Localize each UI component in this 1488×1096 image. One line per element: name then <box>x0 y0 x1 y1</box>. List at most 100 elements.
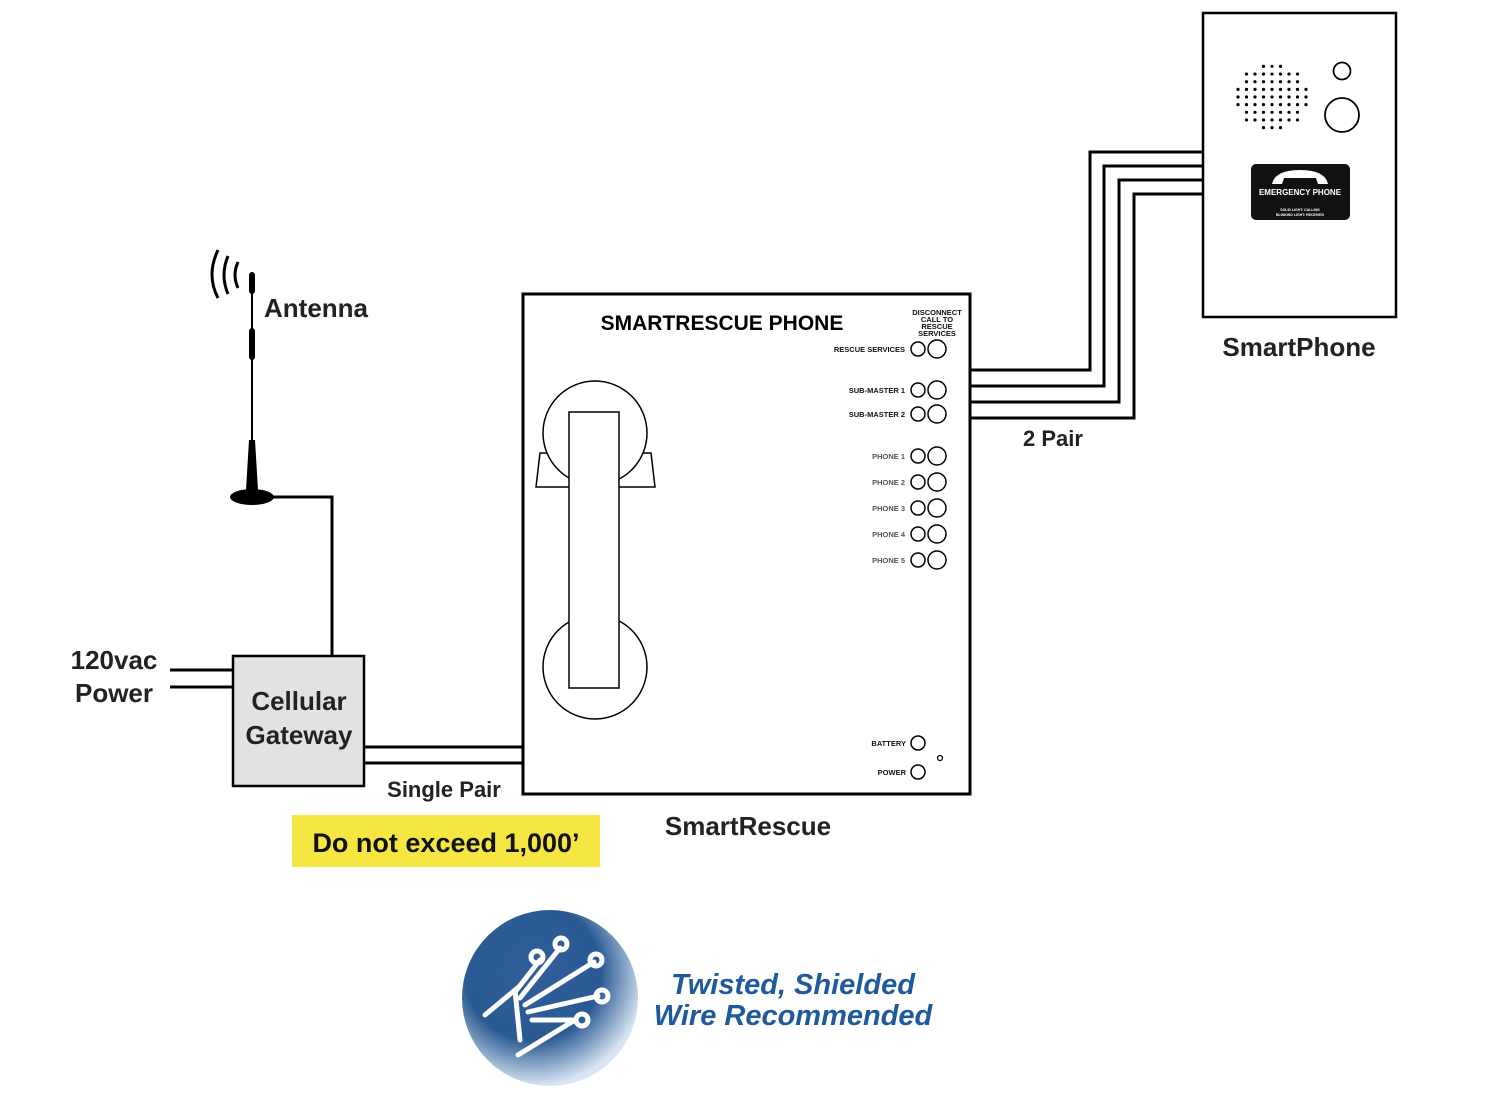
handset-icon <box>535 380 656 720</box>
grille-dot <box>1236 95 1240 99</box>
power-label-2: Power <box>75 678 153 708</box>
indicator-light <box>1332 61 1352 81</box>
grille-dot <box>1261 87 1266 91</box>
grille-dot <box>1244 118 1249 122</box>
grille-dot <box>1270 72 1274 76</box>
grille-dot <box>1270 80 1274 84</box>
grille-dot <box>1304 87 1308 91</box>
grille-dot <box>1244 110 1249 114</box>
grille-dot <box>1270 64 1274 68</box>
grille-dot <box>1287 87 1291 91</box>
svg-text:PHONE 4: PHONE 4 <box>872 530 906 539</box>
disconnect-button <box>927 339 947 359</box>
grille-dot <box>1244 95 1249 99</box>
grille-dot <box>1287 118 1291 122</box>
grille-dot <box>1270 103 1274 107</box>
grille-dot <box>1244 72 1249 76</box>
grille-dot <box>1253 72 1257 76</box>
grille-dot <box>1278 72 1283 76</box>
warning-box <box>292 815 600 867</box>
plate-title: EMERGENCY PHONE <box>1259 188 1342 197</box>
grille-dot <box>1295 95 1300 99</box>
grille-dot <box>1236 103 1240 107</box>
grille-dot <box>1236 87 1240 91</box>
panel-title: SMARTRESCUE PHONE <box>601 312 844 335</box>
grille-dot <box>1278 103 1283 107</box>
panel-indicators: RESCUE SERVICES SUB-MASTER 1 SUB-MASTER … <box>834 339 947 780</box>
svg-text:SUB-MASTER 2: SUB-MASTER 2 <box>849 410 905 419</box>
grille-dot <box>1287 95 1291 99</box>
badge-line-1: Twisted, Shielded <box>671 969 916 1001</box>
antenna-label: Antenna <box>264 293 369 323</box>
grille-dot <box>1295 103 1300 107</box>
antenna-cable <box>270 495 334 656</box>
grille-dot <box>1261 103 1266 107</box>
badge-line-2: Wire Recommended <box>654 1000 934 1032</box>
grille-dot <box>1261 72 1266 76</box>
circuit-wires-icon <box>482 935 611 1058</box>
grille-dot <box>1270 126 1274 130</box>
single-pair-label: Single Pair <box>387 777 501 802</box>
grille-dot <box>1287 72 1291 76</box>
two-pair-label: 2 Pair <box>1023 426 1083 451</box>
grille-dot <box>1295 72 1300 76</box>
grille-dot <box>1244 87 1249 91</box>
gateway-label-2: Gateway <box>246 720 353 750</box>
svg-text:BATTERY: BATTERY <box>871 739 906 748</box>
grille-dot <box>1295 87 1300 91</box>
grille-dot <box>1270 87 1274 91</box>
svg-text:RESCUE: RESCUE <box>921 322 952 331</box>
grille-dot <box>1287 80 1291 84</box>
svg-text:BLINKING LIGHT: RECEIVED: BLINKING LIGHT: RECEIVED <box>1276 213 1325 217</box>
svg-text:RESCUE SERVICES: RESCUE SERVICES <box>834 345 905 354</box>
grille-dot <box>1244 103 1249 107</box>
grille-dot <box>1278 64 1283 68</box>
wire-badge-icon <box>462 910 638 1086</box>
indicator-led <box>910 341 926 357</box>
svg-text:SOLID LIGHT: CALLING: SOLID LIGHT: CALLING <box>1280 208 1320 212</box>
svg-text:SUB-MASTER 1: SUB-MASTER 1 <box>849 386 905 395</box>
speaker-grille-icon <box>1236 64 1308 130</box>
warning-text: Do not exceed 1,000’ <box>312 828 579 858</box>
svg-text:SERVICES: SERVICES <box>918 329 956 338</box>
antenna-icon <box>210 249 274 505</box>
grille-dot <box>1304 95 1308 99</box>
grille-dot <box>1253 87 1257 91</box>
grille-dot <box>1295 80 1300 84</box>
disconnect-label: DISCONNECT <box>912 308 962 317</box>
svg-text:PHONE 2: PHONE 2 <box>872 478 905 487</box>
grille-dot <box>1253 103 1257 107</box>
grille-dot <box>1278 126 1283 130</box>
svg-text:PHONE 3: PHONE 3 <box>872 504 905 513</box>
svg-text:PHONE 5: PHONE 5 <box>872 556 905 565</box>
call-button[interactable] <box>1324 97 1360 133</box>
svg-text:POWER: POWER <box>878 768 907 777</box>
two-pair-wires <box>970 150 1202 420</box>
grille-dot <box>1278 87 1283 91</box>
gateway-label-1: Cellular <box>251 686 346 716</box>
grille-dot <box>1261 118 1266 122</box>
grille-dot <box>1278 95 1283 99</box>
phone-icon <box>1272 170 1328 184</box>
grille-dot <box>1261 126 1266 130</box>
grille-dot <box>1278 110 1283 114</box>
cellular-gateway <box>231 654 366 788</box>
grille-dot <box>1295 110 1300 114</box>
svg-text:PHONE 1: PHONE 1 <box>872 452 905 461</box>
grille-dot <box>1261 110 1266 114</box>
power-label-1: 120vac <box>71 645 158 675</box>
grille-dot <box>1261 64 1266 68</box>
svg-text:CALL TO: CALL TO <box>921 315 953 324</box>
grille-dot <box>1253 80 1257 84</box>
smartrescue-caption: SmartRescue <box>665 811 831 841</box>
grille-dot <box>1278 80 1283 84</box>
grille-dot <box>1270 110 1274 114</box>
grille-dot <box>1304 103 1308 107</box>
grille-dot <box>1244 80 1249 84</box>
grille-dot <box>1253 118 1257 122</box>
grille-dot <box>1270 118 1274 122</box>
grille-dot <box>1253 110 1257 114</box>
grille-dot <box>1253 95 1257 99</box>
grille-dot <box>1287 103 1291 107</box>
